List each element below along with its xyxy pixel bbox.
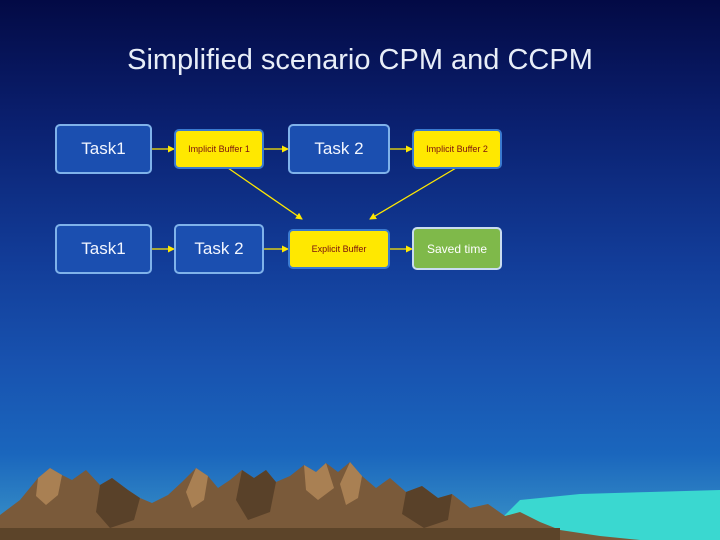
arrow-buffer1-to-explicit-buffer <box>228 168 302 219</box>
cpm-implicit-buffer-2-box: Implicit Buffer 2 <box>412 129 502 169</box>
ccpm-saved-time-box: Saved time <box>412 227 502 270</box>
ground <box>0 528 560 540</box>
arrow-buffer2-to-explicit-buffer <box>370 168 456 219</box>
ccpm-task2-box: Task 2 <box>174 224 264 274</box>
ccpm-explicit-buffer-box: Explicit Buffer <box>288 229 390 269</box>
cpm-task1-box: Task1 <box>55 124 152 174</box>
cpm-task2-box: Task 2 <box>288 124 390 174</box>
cpm-implicit-buffer-1-box: Implicit Buffer 1 <box>174 129 264 169</box>
ccpm-task1-box: Task1 <box>55 224 152 274</box>
